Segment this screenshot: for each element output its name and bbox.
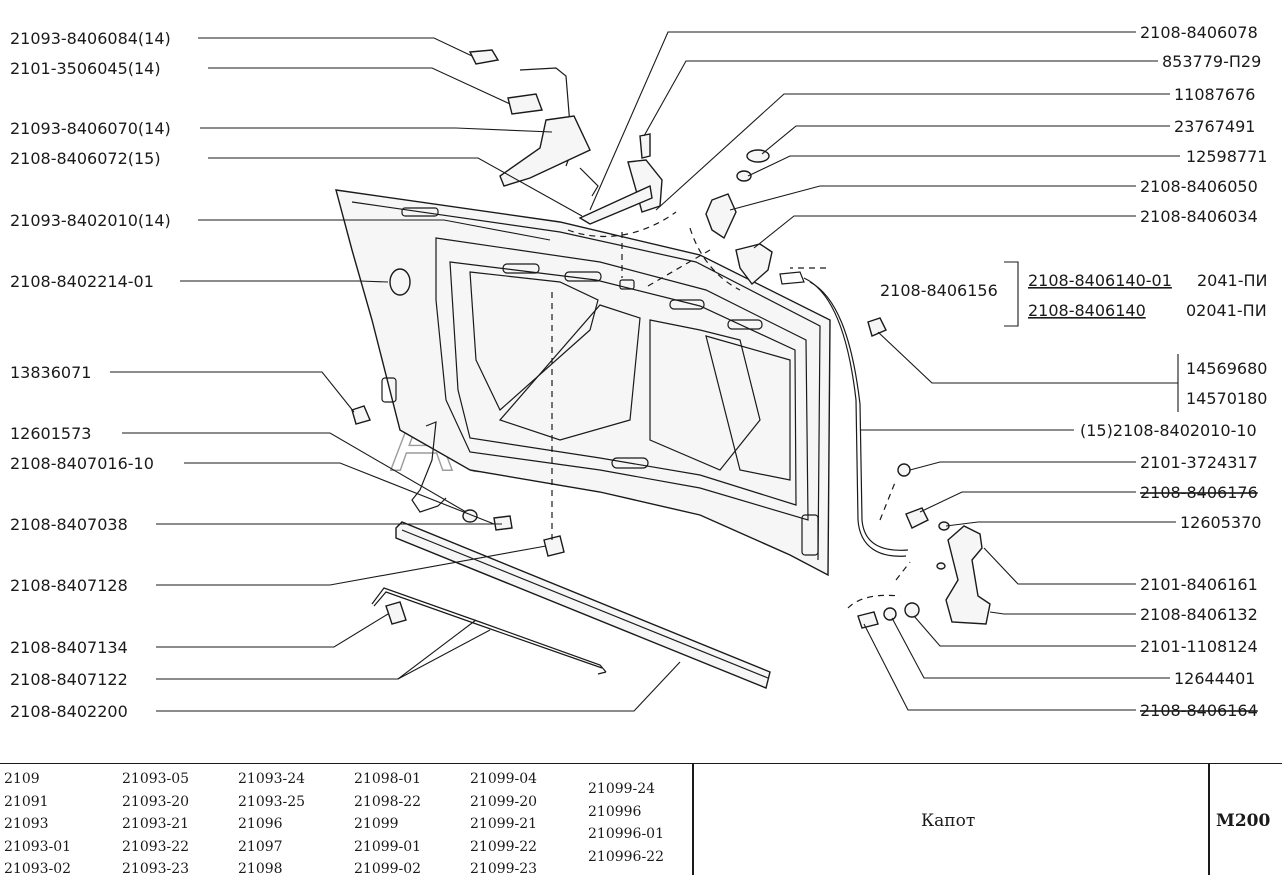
left-callout-labels: 21093-8406084(14) 2101-3506045(14) 21093… xyxy=(10,29,171,721)
model-item: 21093-24 xyxy=(238,771,306,787)
hood-panel xyxy=(335,189,831,577)
callout-label: 2108-8406034 xyxy=(1140,207,1258,226)
model-item: 21098-01 xyxy=(354,771,422,787)
callout-label: (15)2108-8402010-10 xyxy=(1080,421,1257,440)
model-item: 21098-22 xyxy=(354,793,422,810)
release-lever-assembly xyxy=(857,463,991,629)
model-item: 21099-24 xyxy=(588,781,656,797)
model-item: 21099 xyxy=(354,816,399,832)
callout-label: 11087676 xyxy=(1174,85,1255,104)
model-column: 21099-04 21099-20 21099-21 21099-22 2109… xyxy=(470,768,537,875)
callout-label: 21093-8406084(14) xyxy=(10,29,171,48)
callout-label: 2101-3724317 xyxy=(1140,453,1258,472)
model-item: 21093-21 xyxy=(122,816,190,832)
model-item: 21099-02 xyxy=(354,861,422,875)
sheet-title: Капот xyxy=(921,811,976,831)
cable-callout-label: 2108-8406156 xyxy=(880,281,998,300)
model-item: 21099-21 xyxy=(470,816,538,832)
callout-label: 12598771 xyxy=(1186,147,1267,166)
model-item: 210996 xyxy=(588,803,642,820)
callout-label: 2108-8406164 xyxy=(1140,701,1258,720)
callout-label: 2108-8406132 xyxy=(1140,605,1258,624)
exploded-view-drawing: AutoSoft xyxy=(10,23,1268,721)
right-callout-labels: 2108-8406078 853779-П29 11087676 2376749… xyxy=(880,23,1268,720)
callout-label: 2108-8406176 xyxy=(1140,483,1258,502)
model-item: 21099-04 xyxy=(470,771,538,787)
model-item: 21098 xyxy=(238,861,283,875)
model-column: 21093-24 21093-25 21096 21097 21098 xyxy=(238,768,305,875)
model-column: 21098-01 21098-22 21099 21099-01 21099-0… xyxy=(354,768,421,875)
cable-variant-code: 2041-ПИ xyxy=(1197,271,1268,290)
model-item: 21099-22 xyxy=(470,838,538,855)
callout-label: 2108-8406050 xyxy=(1140,177,1258,196)
model-column: 21099-24 210996 210996-01 210996-22 xyxy=(588,778,664,868)
footer-divider xyxy=(1208,764,1210,875)
left-leader-lines xyxy=(110,37,681,712)
callout-label: 2108-8407016-10 xyxy=(10,454,154,473)
cable-variant-part: 2108-8406140 xyxy=(1028,301,1146,320)
model-item: 21093-01 xyxy=(4,838,72,855)
hood-hinge-assembly xyxy=(468,49,599,197)
callout-label: 21093-8406070(14) xyxy=(10,119,171,138)
model-item: 21091 xyxy=(4,793,49,810)
model-item: 21099-23 xyxy=(470,861,538,875)
callout-label: 2101-3506045(14) xyxy=(10,59,161,78)
model-item: 210996-22 xyxy=(588,848,664,865)
sheet-code: M200 xyxy=(1216,811,1271,831)
callout-label: 14570180 xyxy=(1186,389,1267,408)
model-item: 21097 xyxy=(238,838,283,855)
hood-seal-strip xyxy=(395,521,771,689)
model-item: 210996-01 xyxy=(588,826,664,842)
callout-label: 853779-П29 xyxy=(1162,52,1261,71)
callout-label: 12601573 xyxy=(10,424,91,443)
right-leader-lines xyxy=(589,31,1180,711)
callout-label: 2108-8406072(15) xyxy=(10,149,161,168)
callout-label: 2108-8407038 xyxy=(10,515,128,534)
assembly-direction-arrows xyxy=(551,211,911,609)
callout-label: 2101-1108124 xyxy=(1140,637,1258,656)
footer-divider xyxy=(692,764,694,875)
model-item: 21093-02 xyxy=(4,861,72,875)
callout-label: 23767491 xyxy=(1174,117,1255,136)
model-item: 21093-05 xyxy=(122,771,190,787)
callout-label: 2108-8402214-01 xyxy=(10,272,154,291)
model-item: 21093-23 xyxy=(122,861,190,875)
model-item: 21093 xyxy=(4,816,49,832)
model-item: 2109 xyxy=(4,771,40,787)
model-item: 21096 xyxy=(238,816,283,832)
callout-label: 12605370 xyxy=(1180,513,1261,532)
callout-label: 2108-8407128 xyxy=(10,576,128,595)
callout-label: 2101-8406161 xyxy=(1140,575,1258,594)
callout-label: 2108-8402200 xyxy=(10,702,128,721)
title-block: 2109 21091 21093 21093-01 21093-02 21093… xyxy=(0,763,1282,875)
callout-label: 13836071 xyxy=(10,363,91,382)
hood-lock-assembly xyxy=(578,133,909,557)
model-item: 21093-20 xyxy=(122,793,190,810)
model-column: 21093-05 21093-20 21093-21 21093-22 2109… xyxy=(122,768,189,875)
callout-label: 21093-8402010(14) xyxy=(10,211,171,230)
model-item: 21093-22 xyxy=(122,838,190,855)
callout-label: 2108-8407134 xyxy=(10,638,128,657)
model-item: 21099-20 xyxy=(470,793,538,810)
cable-variant-code: 02041-ПИ xyxy=(1186,301,1267,320)
cable-variant-part: 2108-8406140-01 xyxy=(1028,271,1172,290)
callout-label: 2108-8406078 xyxy=(1140,23,1258,42)
model-item: 21099-01 xyxy=(354,838,422,855)
model-column: 2109 21091 21093 21093-01 21093-02 xyxy=(4,768,71,875)
model-item: 21093-25 xyxy=(238,793,306,810)
callout-label: 14569680 xyxy=(1186,359,1267,378)
hood-support-rod xyxy=(371,587,607,675)
hood-buffers-and-clips xyxy=(351,268,565,625)
callout-label: 2108-8407122 xyxy=(10,670,128,689)
callout-label: 12644401 xyxy=(1174,669,1255,688)
